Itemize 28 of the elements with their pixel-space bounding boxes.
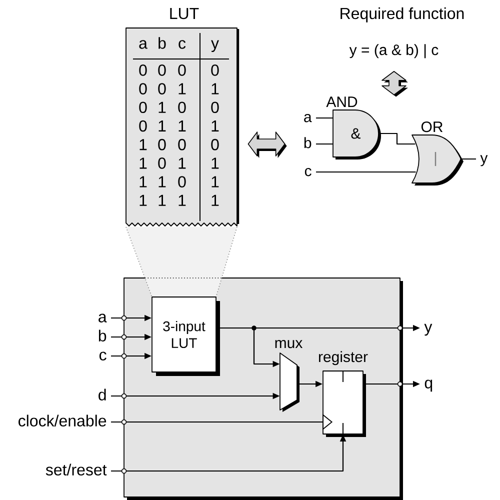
input-label: clock/enable — [18, 414, 106, 426]
block-arrow — [248, 132, 287, 158]
or-gate: | — [412, 134, 464, 186]
wire — [316, 143, 333, 145]
input-label: c — [99, 352, 106, 360]
input-label: a — [98, 314, 107, 322]
wire — [378, 132, 416, 145]
section-heading: Required function — [340, 7, 464, 22]
input-label: d — [98, 388, 106, 400]
input-label: set/reset — [46, 464, 107, 476]
input-label: c — [304, 168, 312, 176]
output-label: q — [424, 380, 432, 392]
gate-label: OR — [421, 122, 443, 132]
input-label: b — [304, 137, 312, 148]
input-label: b — [98, 330, 106, 342]
lut-box: 3-input LUT — [152, 296, 220, 376]
input-label: a — [304, 114, 312, 122]
boolean-expression: y = (a & b) | c — [349, 44, 438, 58]
output-label: y — [424, 324, 432, 336]
wire — [316, 117, 333, 119]
component-label: register — [318, 351, 368, 366]
component-label: mux — [275, 340, 302, 348]
table-title: LUT — [170, 8, 199, 20]
gate-label: AND — [326, 96, 358, 107]
wire — [316, 171, 416, 173]
output-label: y — [480, 155, 488, 166]
block-arrow — [382, 70, 408, 97]
wire — [460, 158, 476, 160]
